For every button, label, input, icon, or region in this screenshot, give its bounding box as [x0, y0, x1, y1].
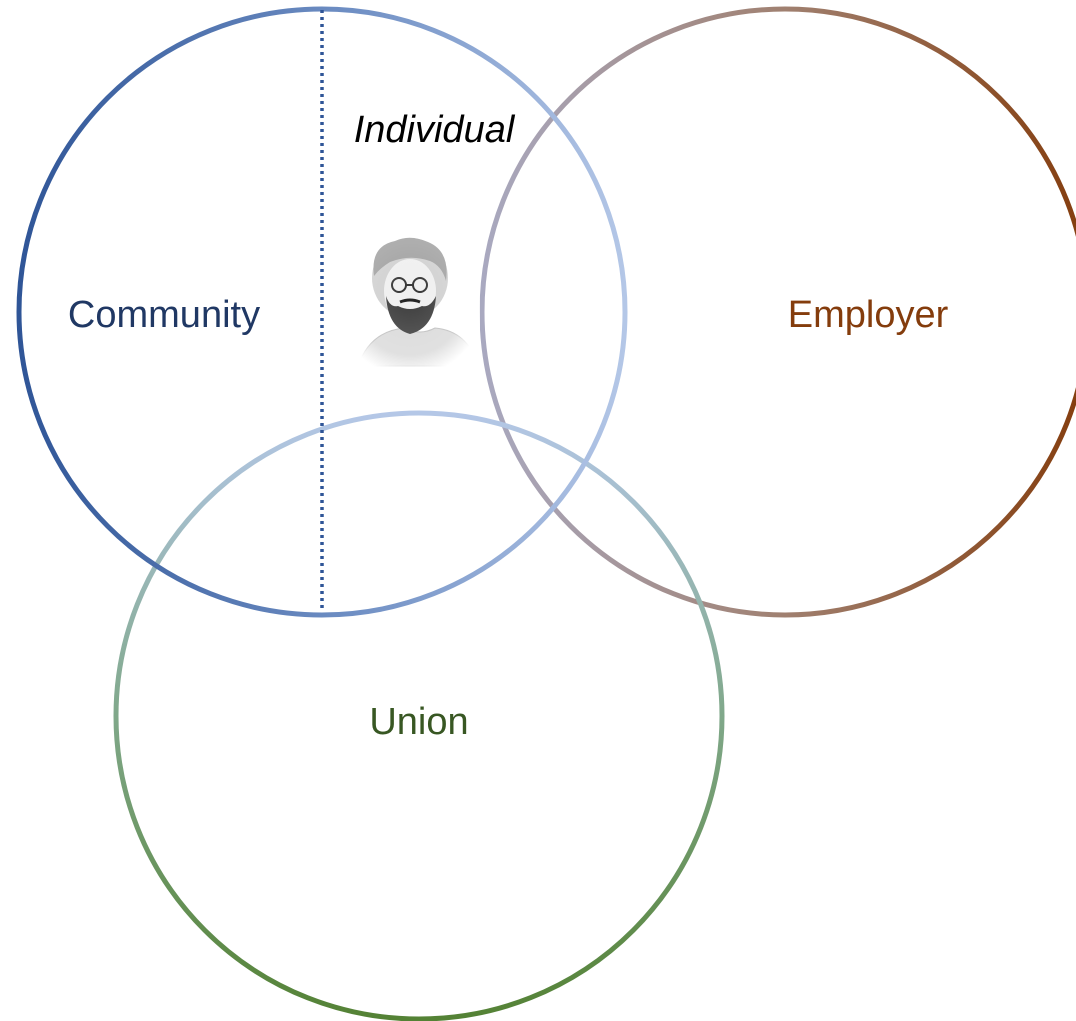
community-label: Community — [68, 294, 260, 336]
union-label: Union — [369, 701, 468, 743]
employer-circle — [479, 6, 1076, 618]
individual-label: Individual — [354, 109, 516, 151]
employer-label: Employer — [788, 294, 949, 336]
community-circle — [16, 6, 628, 618]
union-circle — [113, 410, 725, 1021]
bearded-man-portrait-icon — [340, 226, 480, 376]
